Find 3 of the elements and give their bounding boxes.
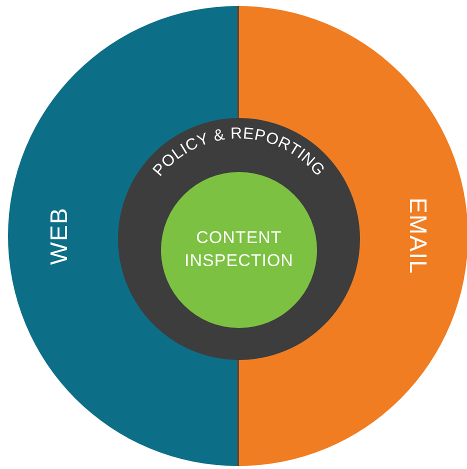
segment-label: WEB [46, 207, 74, 265]
center-label: CONTENT INSPECTION [184, 227, 294, 272]
segment-label: EMAIL [403, 197, 431, 275]
